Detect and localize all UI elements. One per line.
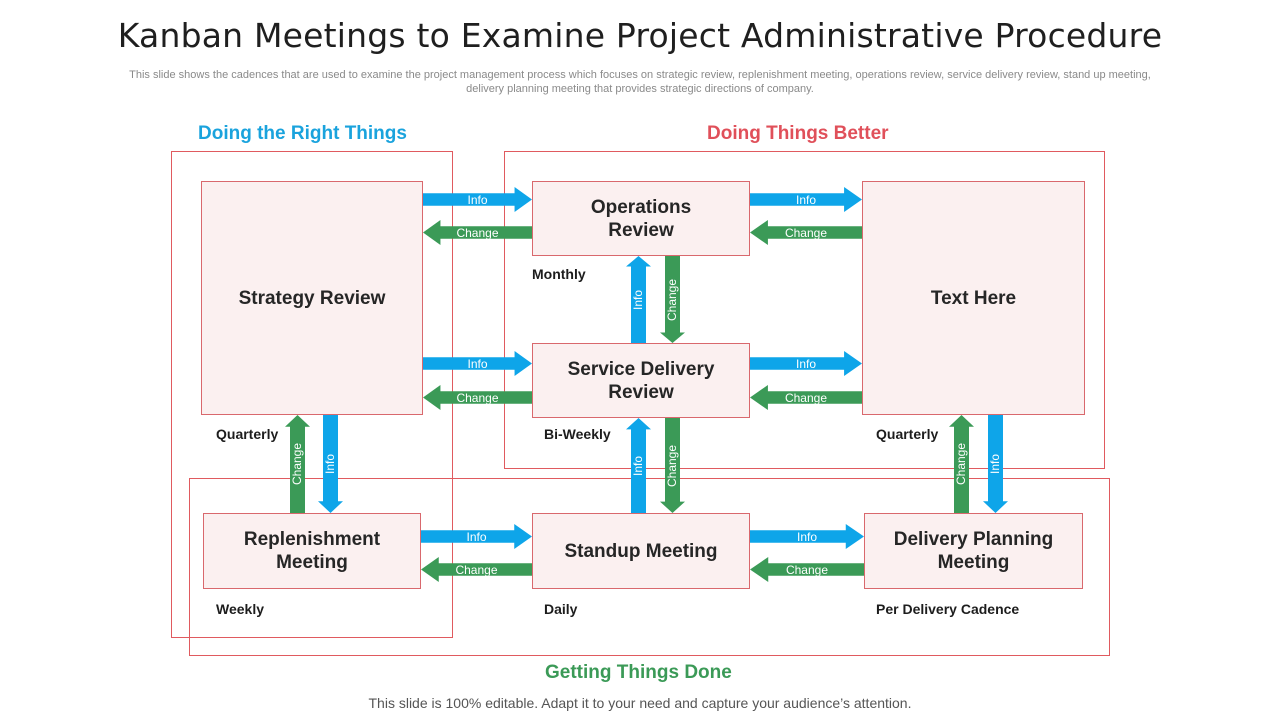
box-delivery-planning-meeting: Delivery Planning Meeting — [864, 513, 1083, 589]
box-strategy-review-label: Strategy Review — [238, 287, 386, 309]
freq-weekly: Weekly — [216, 601, 264, 617]
freq-quarterly-right: Quarterly — [876, 426, 939, 442]
box-delivery-planning-meeting-label: Delivery Planning Meeting — [893, 529, 1054, 573]
box-service-delivery-review: Service Delivery Review — [532, 343, 750, 418]
arrow-label-change: Change — [954, 442, 969, 486]
arrow-label-change: Change — [665, 278, 680, 321]
arrow-label-change: Change — [784, 390, 828, 405]
arrow-label-info: Info — [323, 453, 338, 475]
arrow-label-info: Info — [795, 356, 816, 371]
arrow-label-info: Info — [795, 192, 816, 207]
region-doing-things-better — [504, 151, 1105, 469]
box-operations-review-label: Operations Review — [590, 196, 692, 241]
box-text-here: Text Here — [862, 181, 1085, 415]
footer-note: This slide is 100% editable. Adapt it to… — [368, 695, 912, 711]
freq-daily: Daily — [544, 601, 578, 617]
arrow-label-info: Info — [467, 356, 488, 371]
box-standup-meeting-label: Standup Meeting — [564, 540, 718, 562]
freq-monthly: Monthly — [532, 266, 586, 282]
freq-per-delivery-cadence: Per Delivery Cadence — [876, 601, 1020, 617]
freq-quarterly-left: Quarterly — [216, 426, 279, 442]
box-strategy-review: Strategy Review — [201, 181, 423, 415]
section-title-right-things: Doing the Right Things — [198, 123, 407, 144]
box-replenishment-meeting-label: Replenishment Meeting — [243, 529, 381, 573]
box-standup-meeting: Standup Meeting — [532, 513, 750, 589]
box-text-here-label: Text Here — [930, 287, 1017, 309]
page-subtitle: This slide shows the cadences that are u… — [129, 69, 1151, 95]
arrow-label-info: Info — [796, 529, 817, 544]
arrow-label-change: Change — [785, 562, 829, 577]
arrow-label-change: Change — [456, 390, 499, 405]
section-title-better: Doing Things Better — [707, 123, 889, 144]
arrow-label-change: Change — [456, 225, 499, 240]
arrow-label-info: Info — [988, 453, 1003, 475]
arrow-label-change: Change — [665, 444, 680, 487]
freq-biweekly: Bi-Weekly — [544, 426, 611, 442]
box-service-delivery-review-label: Service Delivery Review — [567, 358, 715, 403]
region-getting-things-done — [189, 478, 1110, 656]
arrow-label-change: Change — [784, 225, 828, 240]
arrow-label-info: Info — [466, 529, 487, 544]
box-operations-review: Operations Review — [532, 181, 750, 256]
arrow-label-change: Change — [455, 562, 498, 577]
arrow-label-info: Info — [467, 192, 488, 207]
section-title-done: Getting Things Done — [545, 662, 732, 683]
arrow-label-info: Info — [631, 455, 646, 476]
arrow-label-change: Change — [290, 442, 305, 486]
page-title: Kanban Meetings to Examine Project Admin… — [117, 16, 1163, 55]
box-replenishment-meeting: Replenishment Meeting — [203, 513, 421, 589]
arrow-label-info: Info — [631, 289, 646, 310]
